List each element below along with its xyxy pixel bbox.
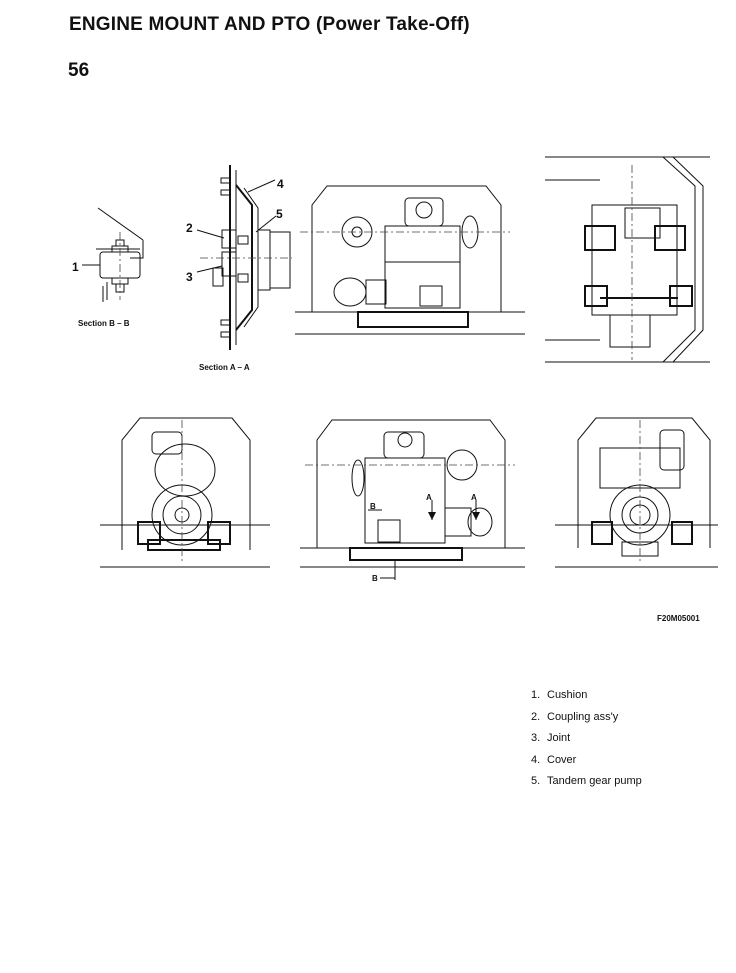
section-b-detail: 1 [72, 207, 144, 302]
legend-item: 3.Joint [531, 732, 571, 744]
section-a-label: Section A – A [199, 363, 250, 372]
callout-2: 2 [186, 221, 193, 235]
section-a-detail: 4 5 2 3 [186, 165, 292, 350]
callout-1: 1 [72, 260, 79, 274]
callout-4: 4 [277, 177, 284, 191]
engine-side-view-opposite: A A B B [300, 419, 525, 583]
legend-item: 1.Cushion [531, 689, 588, 701]
legend-item: 2.Coupling ass'y [531, 710, 619, 723]
marker-b-bottom: B [372, 574, 378, 583]
page-number: 56 [68, 60, 90, 81]
engine-top-view [545, 156, 710, 363]
parts-legend: 1.Cushion 2.Coupling ass'y 3.Joint 4.Cov… [531, 688, 642, 796]
callout-3: 3 [186, 270, 193, 284]
figure-code: F20M05001 [657, 614, 700, 623]
callout-5: 5 [276, 207, 283, 221]
engine-rear-view [100, 417, 270, 568]
engine-side-view [295, 185, 525, 335]
legend-item: 4.Cover [531, 753, 577, 766]
engine-front-view [555, 417, 718, 568]
page-title: ENGINE MOUNT AND PTO (Power Take-Off) [69, 14, 470, 35]
marker-a-right: A [471, 493, 477, 502]
marker-b-top: B [370, 502, 376, 511]
legend-item: 5.Tandem gear pump [531, 775, 642, 787]
marker-a-left: A [426, 493, 432, 502]
section-b-label: Section B – B [78, 319, 130, 328]
